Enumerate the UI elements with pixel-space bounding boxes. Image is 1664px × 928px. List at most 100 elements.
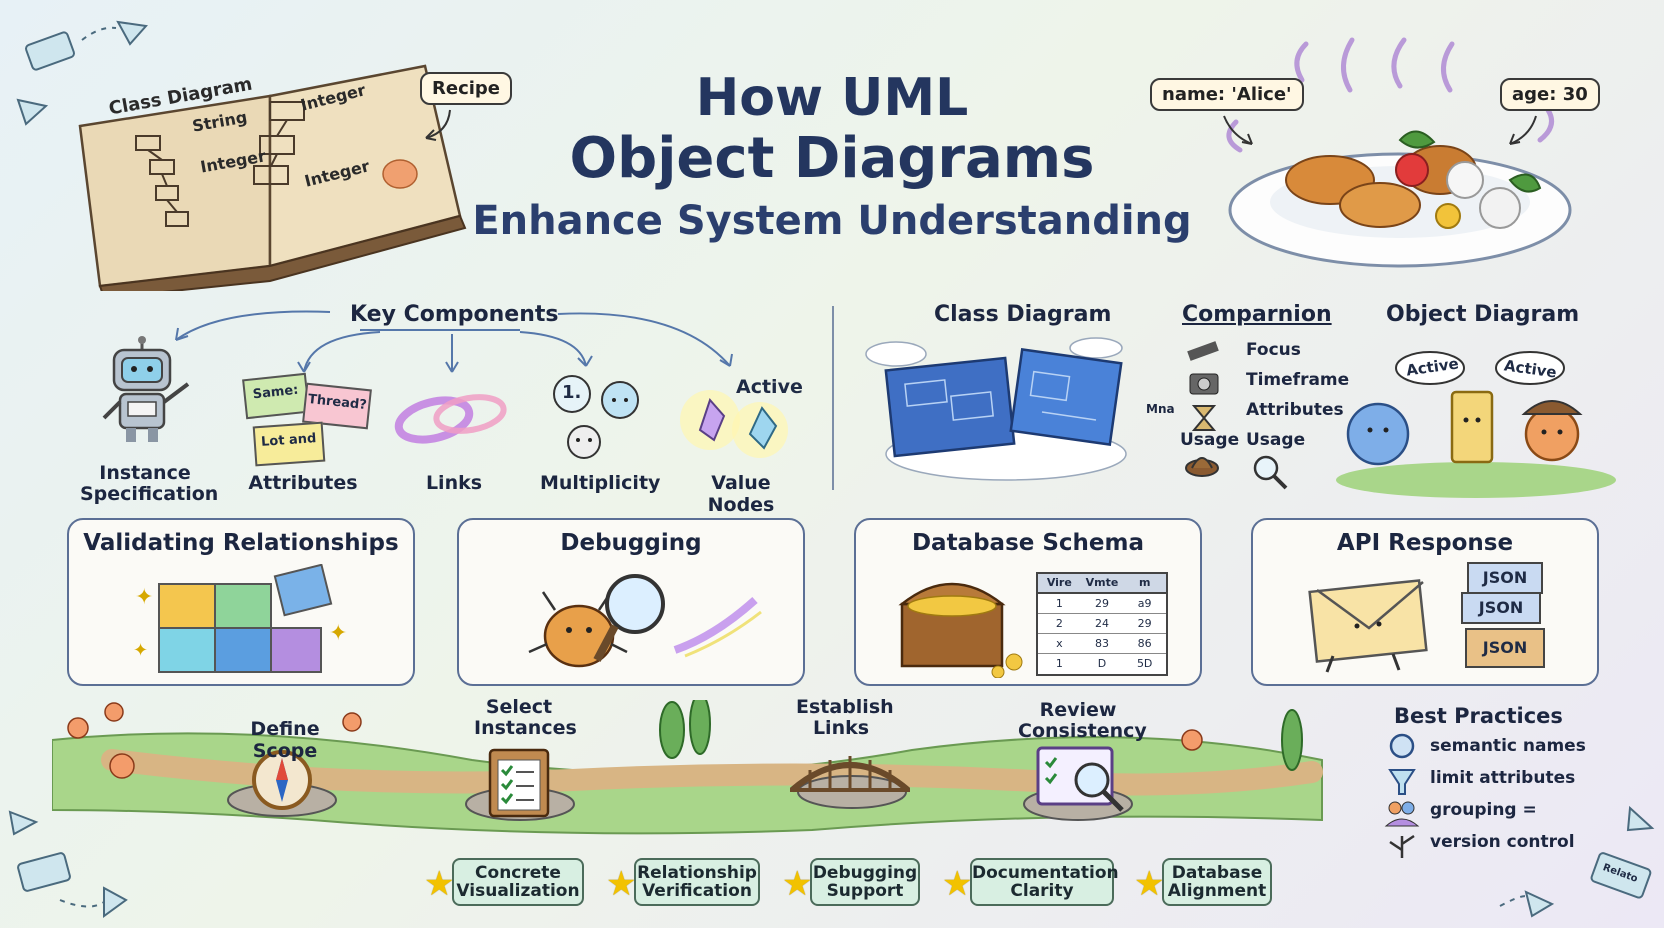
star-icon: ★ xyxy=(424,864,455,904)
component-links: Links xyxy=(425,472,483,494)
benefit-line: Visualization xyxy=(456,881,580,901)
benefit-line: Support xyxy=(826,881,904,901)
comparison-row-focus: Focus xyxy=(1246,340,1301,360)
sticky-note-lot: Lot and xyxy=(252,421,326,467)
db-cell: 5D xyxy=(1136,657,1153,670)
db-header: Vire xyxy=(1046,576,1072,589)
best-practice-version-control: version control xyxy=(1430,832,1575,852)
compass-icon xyxy=(252,750,312,810)
magnifier-icon xyxy=(1253,455,1288,490)
db-cell: x xyxy=(1056,637,1063,650)
step-review-consistency: Review Consistency xyxy=(1018,699,1147,742)
sticky-note-same: Same: xyxy=(242,372,310,420)
age-tag: age: 30 xyxy=(1500,78,1600,111)
object-characters-illustration xyxy=(1336,351,1616,498)
card-validating-relationships: Validating Relationships ✦ ✦ ✦ xyxy=(67,518,415,686)
best-practices-heading: Best Practices xyxy=(1394,704,1563,728)
page-title-line2: Object Diagrams xyxy=(569,126,1095,191)
card-title: Database Schema xyxy=(911,530,1145,556)
comparison-row-usage: Usage xyxy=(1246,430,1306,450)
json-box: JSON xyxy=(1461,592,1541,624)
comparison-left-usage: Usage xyxy=(1180,430,1240,450)
svg-text:✦: ✦ xyxy=(135,585,153,610)
crystals-icon xyxy=(680,390,788,458)
link-loop-icon xyxy=(394,394,507,444)
db-cell: 1 xyxy=(1055,597,1063,610)
key-components-arrows xyxy=(175,310,733,373)
db-cell: 24 xyxy=(1095,617,1109,630)
name-tag: name: 'Alice' xyxy=(1150,78,1304,111)
benefit-line: Debugging xyxy=(812,863,918,883)
db-cell: 83 xyxy=(1095,637,1109,650)
star-icon: ★ xyxy=(782,864,813,904)
card-debugging: Debugging xyxy=(457,518,805,686)
clipboard-icon xyxy=(488,748,550,818)
bridge-icon xyxy=(790,756,910,793)
benefit-line: Verification xyxy=(642,881,752,901)
bug-magnifier-icon xyxy=(528,574,762,668)
best-practice-limit-attributes: limit attributes xyxy=(1430,768,1576,788)
checklist-magnifier-icon xyxy=(1036,746,1124,812)
component-attributes: Attributes xyxy=(248,472,358,494)
star-icon: ★ xyxy=(1134,864,1165,904)
benefit-line: Clarity xyxy=(1010,881,1074,901)
benefit-line: Alignment xyxy=(1167,881,1267,901)
db-cell: 29 xyxy=(1095,597,1109,610)
open-book-illustration xyxy=(78,64,467,291)
treasure-chest-icon xyxy=(898,582,1023,678)
page-title-line3: Enhance System Understanding xyxy=(472,198,1192,244)
svg-text:✦: ✦ xyxy=(133,640,148,661)
db-header: Vmte xyxy=(1085,576,1119,589)
card-title: API Response xyxy=(1336,530,1514,556)
best-practice-icons xyxy=(1384,733,1420,858)
star-icon: ★ xyxy=(942,864,973,904)
component-multiplicity: Multiplicity xyxy=(540,472,661,494)
comparison-icons xyxy=(1185,341,1219,477)
comparison-left-prefix: Mna xyxy=(1146,402,1175,416)
json-box: JSON xyxy=(1465,628,1545,668)
table-row: 2 24 29 xyxy=(1038,614,1166,634)
name-tag-arrow xyxy=(1223,115,1253,145)
telescope-icon xyxy=(1187,341,1219,361)
recipe-arrow xyxy=(425,109,451,141)
star-icon: ★ xyxy=(606,864,637,904)
card-title: Debugging xyxy=(560,530,702,556)
value-node-active: Active xyxy=(736,376,803,398)
puzzle-icon: ✦ ✦ ✦ xyxy=(133,564,347,673)
benefit-line: Documentation xyxy=(972,863,1119,883)
svg-text:✦: ✦ xyxy=(329,621,347,646)
best-practice-grouping: grouping = xyxy=(1430,800,1537,820)
step-establish-links: Establish Links xyxy=(796,696,894,739)
db-cell: a9 xyxy=(1137,597,1152,610)
step-select-instances: Select Instances xyxy=(474,696,577,739)
table-row: 1 29 a9 xyxy=(1038,594,1166,614)
table-row: x 83 86 xyxy=(1038,634,1166,654)
recipe-tag: Recipe xyxy=(420,72,513,105)
card-api-response: API Response JSON JSON JSON xyxy=(1251,518,1599,686)
db-cell: 86 xyxy=(1137,637,1152,650)
component-value-nodes: Value Nodes xyxy=(707,472,775,516)
best-practice-semantic-names: semantic names xyxy=(1430,736,1586,756)
page-title-line1: How UML xyxy=(695,68,969,128)
class-diagram-heading: Class Diagram xyxy=(934,302,1112,327)
food-plate-illustration xyxy=(1226,37,1572,268)
comparison-heading: Comparnion xyxy=(1182,302,1332,327)
db-cell: 2 xyxy=(1055,617,1063,630)
robot-icon xyxy=(102,336,190,442)
card-title: Validating Relationships xyxy=(83,530,399,556)
benefit-line: Concrete xyxy=(475,863,561,883)
db-header: m xyxy=(1138,576,1151,589)
json-box: JSON xyxy=(1467,562,1543,594)
db-cell: 29 xyxy=(1137,617,1152,630)
blueprint-cloud-illustration xyxy=(865,337,1127,481)
component-instance-specification: Instance Specification xyxy=(80,462,219,505)
bubble-label: 1. xyxy=(562,382,582,403)
benefit-line: Database xyxy=(1171,863,1263,883)
